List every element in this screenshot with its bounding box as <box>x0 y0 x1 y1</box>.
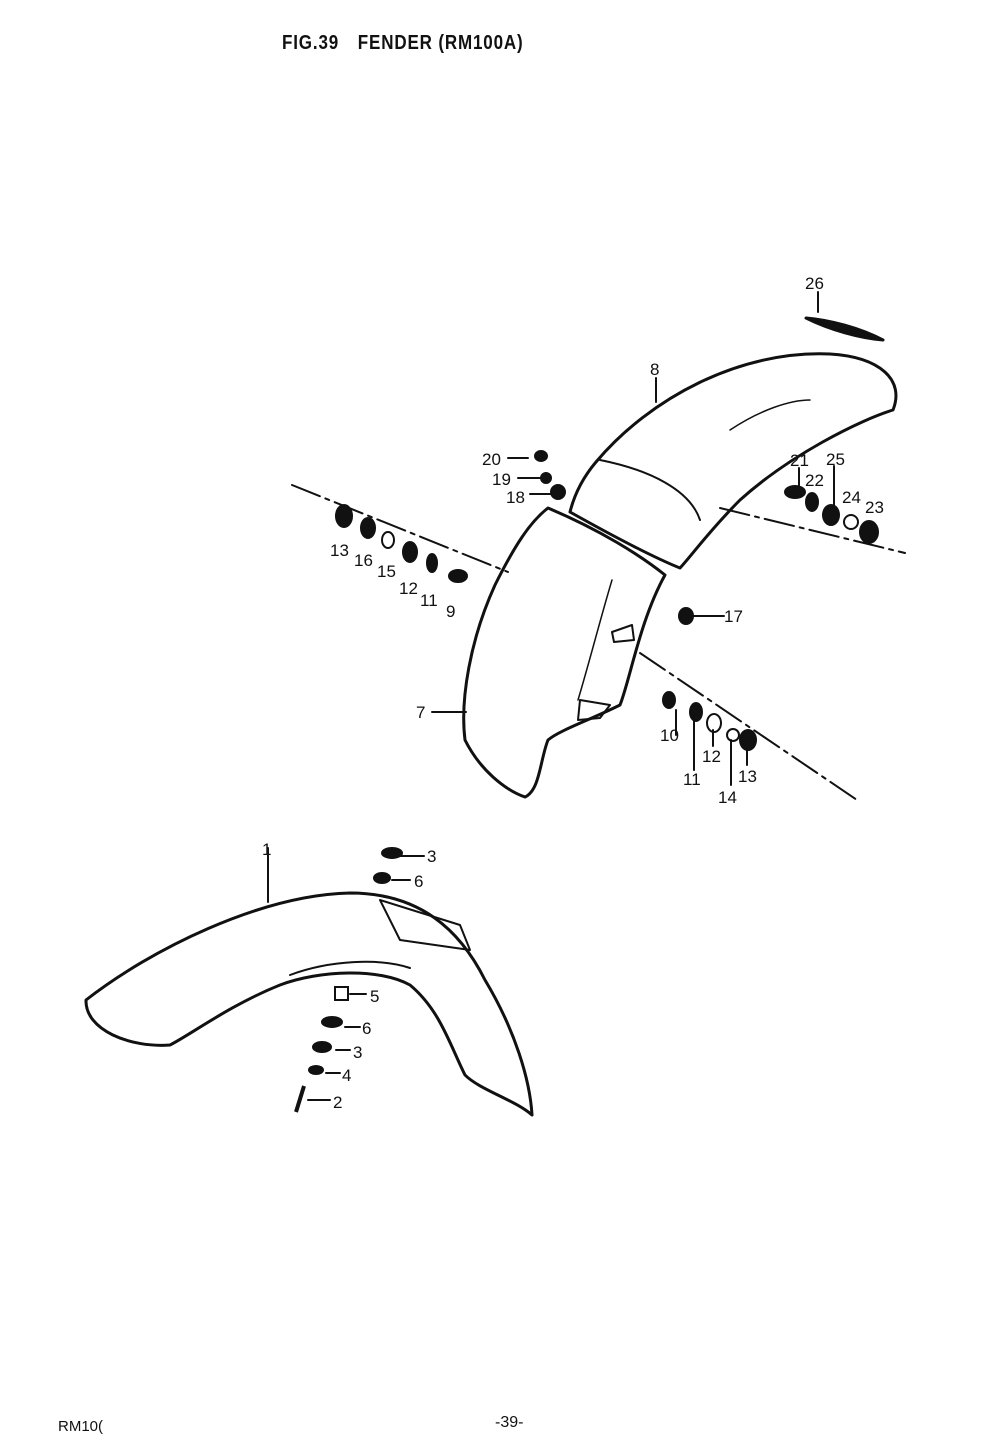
pad-26 <box>804 316 885 342</box>
figure-title: FIG.39 FENDER (RM100A) <box>282 32 542 55</box>
callout-16: 16 <box>354 551 373 570</box>
figure-name: FENDER (RM100A) <box>357 32 524 54</box>
callout-17: 17 <box>724 607 743 626</box>
callout-22: 22 <box>805 471 824 490</box>
callout-14: 14 <box>718 788 737 807</box>
footer-model: RM10( <box>58 1418 104 1435</box>
callout-25: 25 <box>826 450 845 469</box>
figure-number: FIG.39 <box>282 32 340 54</box>
callout-13-right: 13 <box>738 767 757 786</box>
callout-1: 1 <box>262 840 271 859</box>
callout-3-bottom: 3 <box>353 1043 362 1062</box>
page-number: -39- <box>495 1414 524 1431</box>
callout-10: 10 <box>660 726 679 745</box>
callout-13-left: 13 <box>330 541 349 560</box>
callout-2: 2 <box>333 1093 342 1112</box>
callout-3-top: 3 <box>427 847 436 866</box>
callout-15: 15 <box>377 562 396 581</box>
callout-19: 19 <box>492 470 511 489</box>
callout-11-right: 11 <box>683 770 701 789</box>
callout-23: 23 <box>865 498 884 517</box>
callout-5: 5 <box>370 987 379 1006</box>
callout-11-left: 11 <box>420 591 438 610</box>
callout-7: 7 <box>416 703 425 722</box>
callout-12-left: 12 <box>399 579 418 598</box>
rear-fender-8 <box>568 352 898 570</box>
callout-12-right: 12 <box>702 747 721 766</box>
callout-6-top: 6 <box>414 872 423 891</box>
rear-mudguard-7 <box>462 506 667 799</box>
callout-26: 26 <box>805 274 824 293</box>
callout-8: 8 <box>650 360 659 379</box>
callout-20: 20 <box>482 450 501 469</box>
front-fender-1 <box>84 891 534 1117</box>
callout-9: 9 <box>446 602 455 621</box>
callout-18: 18 <box>506 488 525 507</box>
callout-21: 21 <box>790 451 809 470</box>
callout-4: 4 <box>342 1066 351 1085</box>
callout-24: 24 <box>842 488 861 507</box>
callout-6-bottom: 6 <box>362 1019 371 1038</box>
